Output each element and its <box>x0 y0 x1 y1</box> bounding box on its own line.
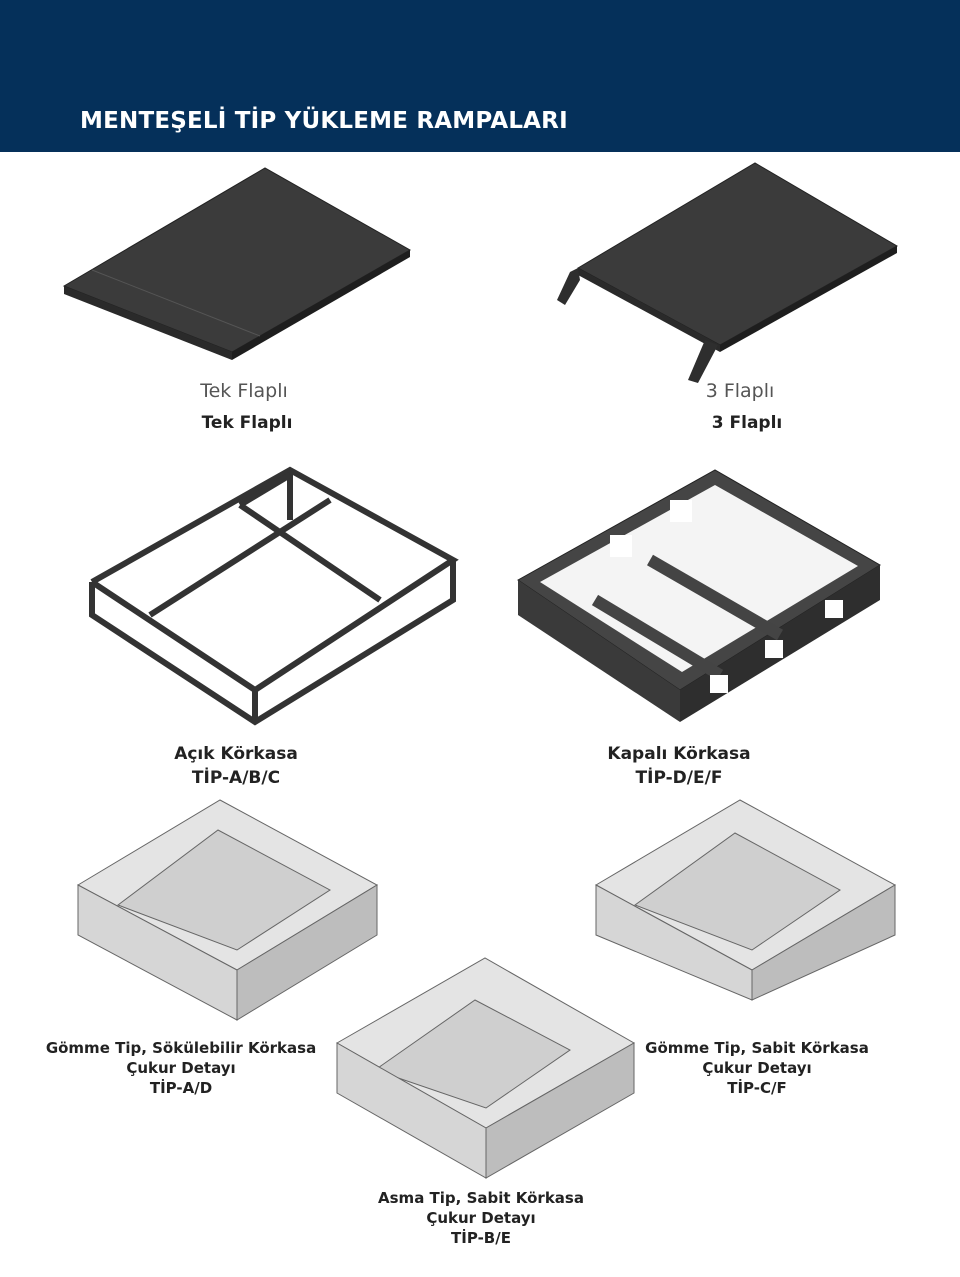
ramp-caption: 3 Flaplı <box>711 413 783 433</box>
frame-name: Açık Körkasa <box>174 744 298 764</box>
pit-detail: Çukur Detayı <box>126 1059 236 1077</box>
page-title: MENTEŞELİ TİP YÜKLEME RAMPALARI <box>80 108 568 134</box>
pit-caption: Asma Tip, Sabit Körkasa Çukur Detayı TİP… <box>378 1188 584 1248</box>
pit-type: TİP-A/D <box>149 1079 213 1097</box>
ramp-caption: Tek Flaplı <box>201 413 293 433</box>
frame-type: TİP-D/E/F <box>635 768 723 788</box>
ramp-single-flap-image <box>62 167 412 360</box>
frame-name: Kapalı Körkasa <box>607 744 751 764</box>
pit-detail: Çukur Detayı <box>702 1059 812 1077</box>
ramp-three-flap-image <box>557 162 899 383</box>
frame-caption: Açık Körkasa TİP-A/B/C <box>174 742 298 790</box>
pit-caption: Gömme Tip, Sabit Körkasa Çukur Detayı Tİ… <box>645 1038 869 1098</box>
closed-frame-image <box>517 469 881 722</box>
pit-name: Gömme Tip, Sabit Körkasa <box>645 1039 869 1057</box>
pit-type: TİP-C/F <box>727 1079 787 1097</box>
header-banner: MENTEŞELİ TİP YÜKLEME RAMPALARI <box>0 0 960 152</box>
ramp-image-label: 3 Flaplı <box>705 380 775 402</box>
pit-name: Asma Tip, Sabit Körkasa <box>378 1189 584 1207</box>
pit-removable-image <box>76 799 379 1021</box>
pit-caption: Gömme Tip, Sökülebilir Körkasa Çukur Det… <box>46 1038 316 1098</box>
frame-type: TİP-A/B/C <box>191 768 281 788</box>
pit-hanging-image <box>335 957 636 1179</box>
pit-detail: Çukur Detayı <box>426 1209 536 1227</box>
pit-fixed-image <box>594 799 897 1001</box>
open-frame-image <box>89 466 459 726</box>
frame-caption: Kapalı Körkasa TİP-D/E/F <box>607 742 750 790</box>
pit-type: TİP-B/E <box>451 1229 511 1247</box>
ramp-image-label: Tek Flaplı <box>200 380 288 402</box>
pit-name: Gömme Tip, Sökülebilir Körkasa <box>45 1039 317 1057</box>
